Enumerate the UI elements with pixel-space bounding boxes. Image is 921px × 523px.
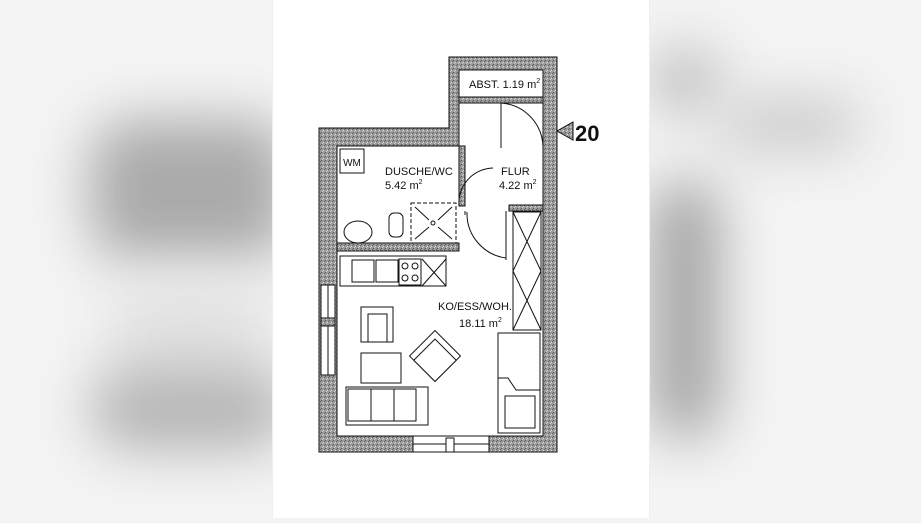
toilet [388, 212, 404, 238]
label-woh: KO/ESS/WOH. [438, 301, 512, 313]
door-abst [500, 102, 544, 149]
unit-number: 20 [575, 121, 599, 146]
wardrobe [512, 211, 542, 331]
wall-bath-living [336, 242, 460, 252]
label-abst: ABST. 1.19 m2 [469, 78, 540, 91]
label-woh-area: 18.11 m2 [459, 317, 502, 330]
label-flur-area: 4.22 m2 [499, 179, 537, 192]
shower [410, 202, 457, 244]
label-dusche: DUSCHE/WC [385, 166, 453, 178]
kitchen-counter [339, 255, 447, 287]
floor-plan-card: WM ABST. 1.19 m2 DUSCHE/WC 5.42 m2 FLUR … [272, 0, 650, 518]
entrance-arrow-icon [555, 121, 574, 141]
door-living [464, 211, 507, 260]
wm-label: WM [343, 158, 361, 169]
living-furniture [345, 306, 541, 434]
label-dusche-area: 5.42 m2 [385, 179, 423, 192]
floor-plan: WM ABST. 1.19 m2 DUSCHE/WC 5.42 m2 FLUR … [318, 56, 599, 453]
wall-abst [458, 96, 544, 104]
washing-machine [339, 148, 365, 174]
sink [343, 220, 373, 244]
door-bath [458, 167, 494, 207]
label-flur: FLUR [501, 166, 530, 178]
